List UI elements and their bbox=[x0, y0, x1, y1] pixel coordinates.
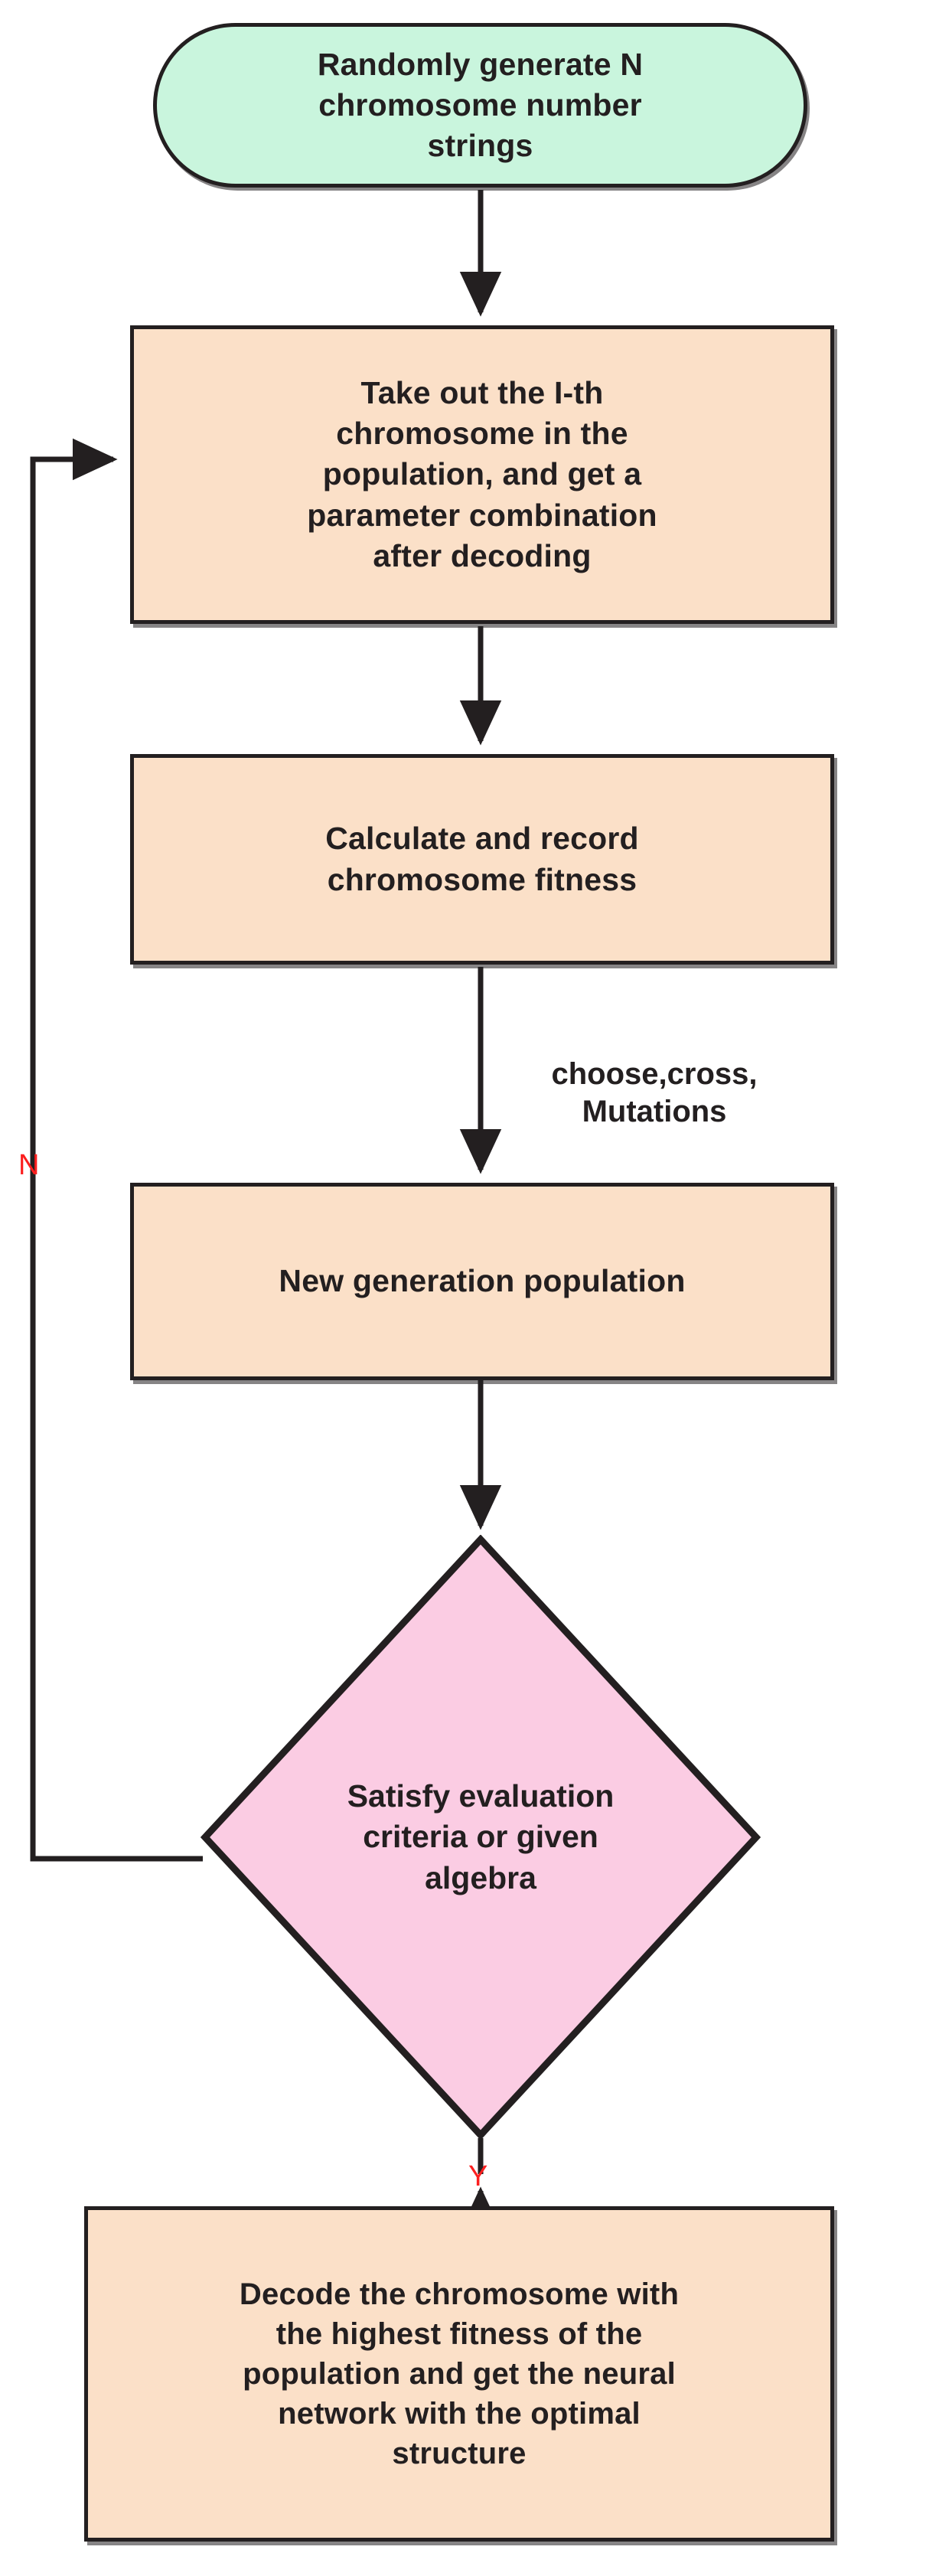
node-new-generation-label: New generation population bbox=[279, 1263, 686, 1299]
node-decode-best-chromosome[interactable]: Decode the chromosome with the highest f… bbox=[84, 2206, 834, 2542]
node-start-terminator[interactable]: Randomly generate N chromosome number st… bbox=[153, 23, 807, 188]
branch-label-yes: Y bbox=[468, 2162, 487, 2191]
branch-label-no: N bbox=[18, 1151, 39, 1180]
node-take-out-chromosome[interactable]: Take out the I-th chromosome in the popu… bbox=[130, 325, 834, 624]
decision-diamond-shape bbox=[201, 1535, 761, 2140]
node-decode-label: Decode the chromosome with the highest f… bbox=[239, 2277, 680, 2470]
node-decision-label-wrap: Satisfy evaluation criteria or given alg… bbox=[201, 1535, 761, 2140]
edge-label-text: choose,cross, Mutations bbox=[551, 1056, 758, 1128]
node-calculate-fitness-label: Calculate and record chromosome fitness bbox=[325, 821, 639, 897]
edge-label-choose-cross-mutations: choose,cross, Mutations bbox=[490, 1018, 819, 1130]
node-calculate-fitness[interactable]: Calculate and record chromosome fitness bbox=[130, 754, 834, 965]
node-decision-satisfy-criteria[interactable]: Satisfy evaluation criteria or given alg… bbox=[201, 1535, 761, 2140]
node-decision-label: Satisfy evaluation criteria or given alg… bbox=[347, 1778, 615, 1895]
node-new-generation-population[interactable]: New generation population bbox=[130, 1183, 834, 1380]
node-start-label: Randomly generate N chromosome number st… bbox=[317, 46, 644, 164]
branch-label-no-text: N bbox=[18, 1149, 40, 1181]
edge-decision-to-takeout-no bbox=[30, 438, 203, 1862]
branch-label-yes-text: Y bbox=[468, 2160, 488, 2192]
node-take-out-label: Take out the I-th chromosome in the popu… bbox=[307, 374, 657, 573]
